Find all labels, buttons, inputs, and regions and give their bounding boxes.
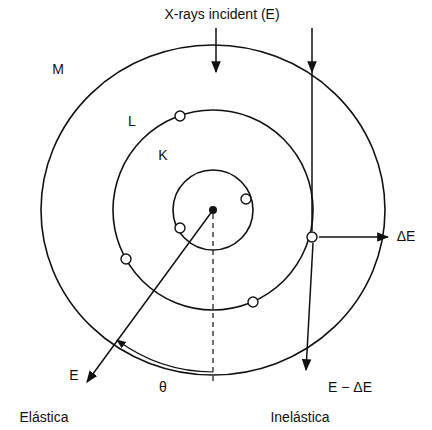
shell-label: M bbox=[52, 62, 64, 77]
incident-ray bbox=[311, 28, 313, 72]
electron bbox=[121, 254, 131, 264]
energy-label: E bbox=[69, 368, 78, 383]
incident-label: X-rays incident (E) bbox=[164, 7, 279, 22]
electron bbox=[175, 111, 185, 121]
incident-ray bbox=[215, 28, 217, 72]
incident-ray bbox=[311, 72, 313, 231]
energy-label: E − ΔE bbox=[328, 380, 372, 395]
reference-line bbox=[212, 214, 213, 385]
scatter-type-label: Inelástica bbox=[270, 410, 329, 425]
shell-label: L bbox=[128, 114, 136, 129]
angle-arc bbox=[117, 340, 213, 372]
shell-label: K bbox=[158, 148, 167, 163]
scatter-type-label: Elástica bbox=[19, 410, 68, 425]
energy-label: ΔE bbox=[397, 229, 416, 244]
inelastic-ray bbox=[306, 243, 313, 370]
ejected-energy-ray bbox=[319, 236, 388, 238]
electron bbox=[175, 223, 185, 233]
angle-label: θ bbox=[159, 380, 167, 395]
elastic-ray bbox=[87, 210, 213, 382]
electron bbox=[248, 297, 258, 307]
electron bbox=[307, 232, 317, 242]
electron bbox=[241, 194, 251, 204]
electrons bbox=[121, 111, 317, 307]
